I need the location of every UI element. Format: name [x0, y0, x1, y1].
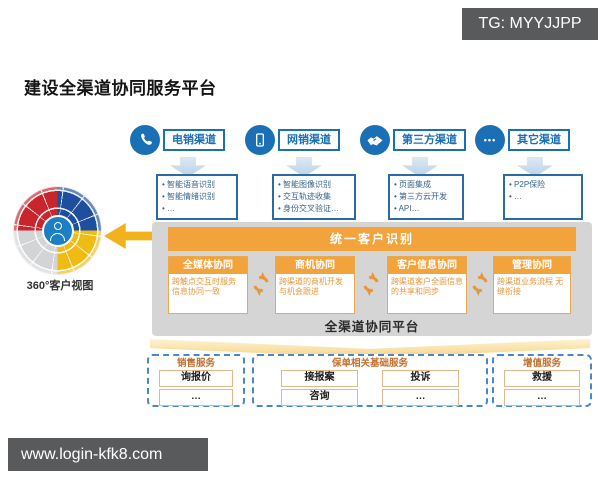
module-title: 管理协同 — [494, 257, 570, 274]
tg-watermark-badge: TG: MYYJJPP — [462, 8, 598, 40]
service-item: 投诉 — [382, 370, 459, 387]
service-item: 救援 — [504, 370, 580, 387]
capability-item: 智能情绪识别 — [162, 191, 234, 203]
module-title: 客户信息协同 — [388, 257, 466, 274]
channel-online: 网销渠道 — [245, 124, 340, 156]
channel-label: 电销渠道 — [163, 129, 225, 151]
service-group-value-added: 增值服务 救援 … — [492, 354, 592, 407]
customer-360-wheel — [14, 187, 101, 274]
service-group-title: 增值服务 — [522, 358, 561, 369]
customer-360-label: 360°客户视图 — [26, 280, 94, 292]
capability-item: 页面集成 — [394, 179, 460, 191]
channel-capabilities-online: 智能图像识别 交互轨迹收集 身份交叉验证… — [272, 174, 356, 220]
module-all-media: 全媒体协同 跨触点交互时服务 信息协同一致 — [168, 256, 248, 314]
capability-item: … — [162, 203, 234, 215]
service-group-sales: 销售服务 询报价 … — [147, 354, 245, 407]
channel-capabilities-other: P2P保险 … — [503, 174, 583, 220]
module-desc: 跨渠道客户全面信息的共享和同步 — [391, 277, 463, 296]
person-icon — [41, 214, 74, 247]
sync-icon — [469, 271, 491, 297]
module-desc: 跨触点交互时服务 信息协同一致 — [172, 277, 236, 296]
sync-icon — [250, 271, 272, 297]
capability-item: 智能图像识别 — [278, 179, 352, 191]
omnichannel-platform-panel: 统一客户识别 全媒体协同 跨触点交互时服务 信息协同一致 商机协同 跨渠道的商机… — [152, 222, 592, 336]
channel-label: 网销渠道 — [278, 129, 340, 151]
channel-thirdparty: 第三方渠道 — [360, 124, 466, 156]
module-desc: 跨渠道业务流程 无缝衔接 — [497, 277, 564, 296]
capability-item: 身份交叉验证… — [278, 203, 352, 215]
phone-icon — [130, 125, 160, 155]
service-item: … — [504, 389, 580, 406]
service-group-title: 销售服务 — [176, 358, 215, 369]
channel-telesales: 电销渠道 — [130, 124, 225, 156]
module-management: 管理协同 跨渠道业务流程 无缝衔接 — [493, 256, 571, 314]
service-item: 询报价 — [159, 370, 233, 387]
service-group-policy: 保单相关基础服务 接报案 投诉 咨询 … — [252, 354, 488, 407]
site-watermark-badge: www.login-kfk8.com — [8, 438, 208, 471]
service-item: … — [159, 389, 233, 406]
sync-icon — [360, 271, 382, 297]
service-item: … — [382, 389, 459, 406]
unified-customer-id-bar: 统一客户识别 — [168, 227, 576, 251]
module-customer-info: 客户信息协同 跨渠道客户全面信息的共享和同步 — [387, 256, 467, 314]
module-title: 全媒体协同 — [169, 257, 247, 274]
channel-capabilities-thirdparty: 页面集成 第三方云开发 API… — [388, 174, 464, 220]
capability-item: 交互轨迹收集 — [278, 191, 352, 203]
channel-label: 其它渠道 — [508, 129, 570, 151]
service-group-title: 保单相关基础服务 — [331, 358, 408, 369]
capability-item: 第三方云开发 — [394, 191, 460, 203]
platform-caption: 全渠道协同平台 — [324, 320, 420, 334]
module-opportunity: 商机协同 跨渠道的商机开发 与机会跟进 — [275, 256, 355, 314]
channel-capabilities-telesales: 智能语音识别 智能情绪识别 … — [156, 174, 238, 220]
service-item: 咨询 — [281, 389, 358, 406]
mobile-icon — [245, 125, 275, 155]
capability-item: … — [509, 191, 579, 203]
handshake-icon — [360, 125, 390, 155]
page-title: 建设全渠道协同服务平台 — [24, 79, 217, 98]
capability-item: P2P保险 — [509, 179, 579, 191]
service-item: 接报案 — [281, 370, 358, 387]
ellipsis-icon: ••• — [475, 125, 505, 155]
module-title: 商机协同 — [276, 257, 354, 274]
capability-item: 智能语音识别 — [162, 179, 234, 191]
module-desc: 跨渠道的商机开发 与机会跟进 — [279, 277, 343, 296]
channel-other: ••• 其它渠道 — [475, 124, 570, 156]
capability-item: API… — [394, 203, 460, 215]
channel-label: 第三方渠道 — [393, 129, 466, 151]
